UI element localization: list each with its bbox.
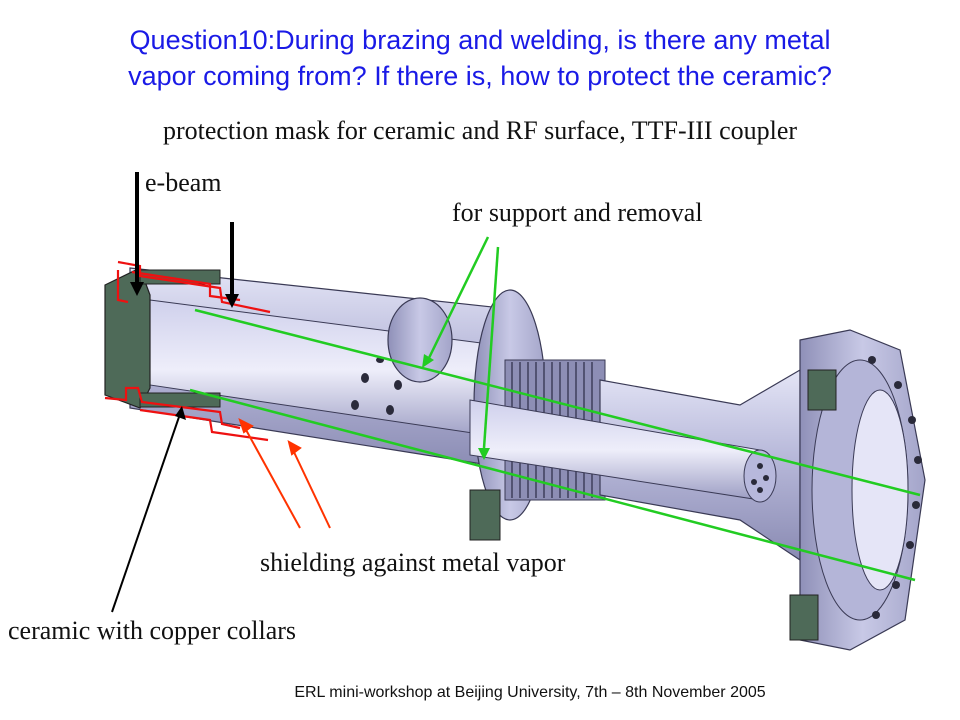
- title-line-2: vapor coming from? If there is, how to p…: [128, 61, 832, 91]
- support-removal-label: for support and removal: [452, 198, 703, 227]
- ebeam-arrows: [130, 172, 239, 308]
- diagram-subtitle: protection mask for ceramic and RF surfa…: [162, 116, 798, 145]
- shielding-label: shielding against metal vapor: [260, 548, 566, 577]
- ceramic-collars-label: ceramic with copper collars: [8, 616, 297, 645]
- footer-text: ERL mini-workshop at Beijing University,…: [294, 684, 766, 701]
- ceramic-pointer: [111, 406, 186, 613]
- title-line-1: Question10:During brazing and welding, i…: [129, 25, 831, 55]
- support-rods: [189, 236, 921, 582]
- slide-title: Question10:During brazing and welding, i…: [40, 22, 920, 94]
- shielding-arrows: [238, 418, 331, 529]
- ebeam-label: e-beam: [145, 168, 222, 197]
- right-conductor: [469, 368, 801, 562]
- right-flange: [789, 329, 926, 651]
- ceramic-window: [104, 267, 221, 409]
- outer-conductor: [129, 267, 521, 471]
